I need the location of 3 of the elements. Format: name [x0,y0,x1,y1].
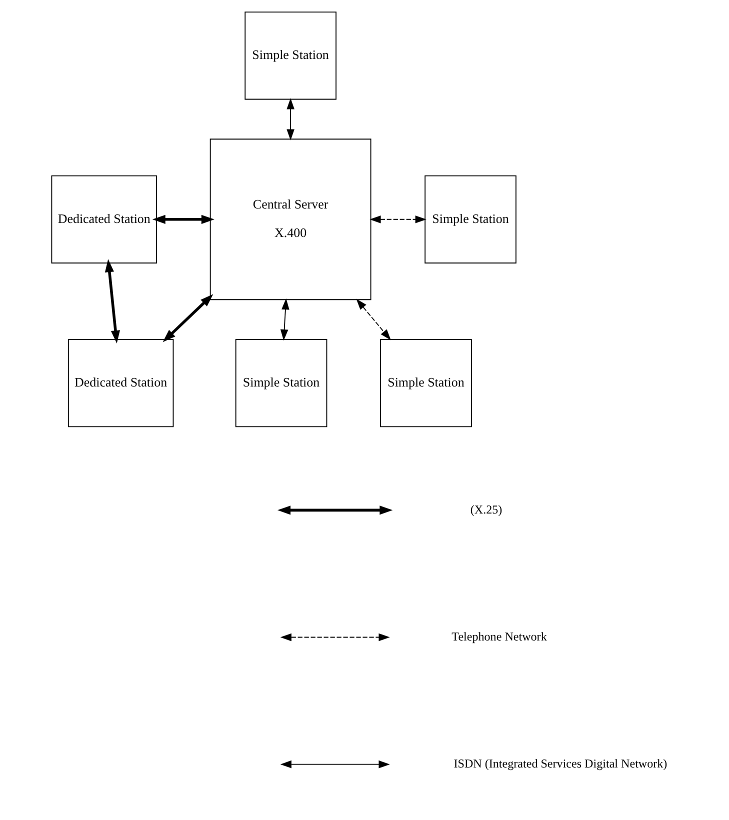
legend-label: ISDN (Integrated Services Digital Network) [453,756,667,770]
legend-label: (X.25) [470,502,502,516]
legend-label: Telephone Network [451,629,546,644]
